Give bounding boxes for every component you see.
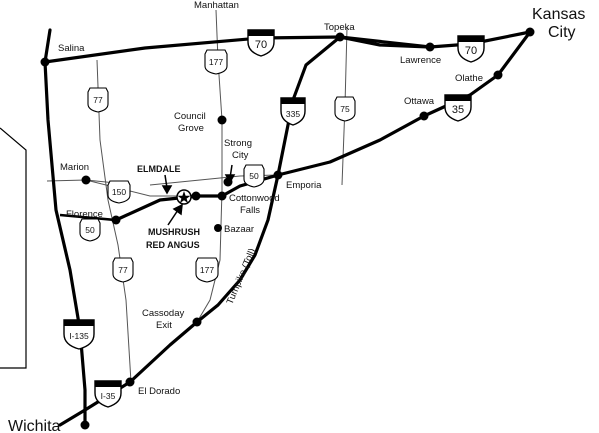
city-dots <box>40 27 535 430</box>
us75-shield-icon: 75 <box>334 96 356 122</box>
i70-east-shield-icon: 70 <box>457 35 485 63</box>
i35-north-shield-icon: 35 <box>444 94 472 122</box>
us50-east-shield-icon: 50 <box>243 164 265 188</box>
label-grove: Grove <box>178 123 204 134</box>
arrows <box>161 164 236 226</box>
state-boundary <box>0 127 27 369</box>
dot-kansas-city <box>525 27 535 37</box>
dot-florence <box>111 215 121 225</box>
svg-text:77: 77 <box>118 265 128 275</box>
dot-ottawa <box>419 111 429 121</box>
dot-emporia <box>273 170 283 180</box>
i35-south-shield-icon: I-35 <box>94 380 122 408</box>
label-red-angus: RED ANGUS <box>146 240 200 250</box>
i70-west-shield-icon: 70 <box>247 29 275 57</box>
dot-olathe <box>493 70 503 80</box>
label-cottonwood: Cottonwood <box>229 193 280 204</box>
us177-south-shield-icon: 177 <box>195 257 219 283</box>
label-el-dorado: El Dorado <box>138 386 180 397</box>
svg-text:335: 335 <box>286 109 300 119</box>
dot-wichita <box>80 420 90 430</box>
label-salina: Salina <box>58 43 85 54</box>
label-bazaar: Bazaar <box>224 224 254 235</box>
us-route-shields: 77 77 177 177 75 50 50 150 <box>79 49 356 283</box>
label-olathe: Olathe <box>455 73 483 84</box>
label-strong-city: City <box>232 150 249 161</box>
label-kansas: Kansas <box>532 6 585 23</box>
svg-text:I-35: I-35 <box>101 391 116 401</box>
svg-text:75: 75 <box>340 104 350 114</box>
label-cassoday: Cassoday <box>142 308 184 319</box>
i335-shield-icon: 335 <box>280 97 306 126</box>
i135-shield-icon: I-135 <box>63 319 95 350</box>
dot-marion <box>81 175 91 185</box>
us177-north-shield-icon: 177 <box>204 49 228 75</box>
label-lawrence: Lawrence <box>400 55 441 66</box>
label-emporia: Emporia <box>286 180 322 191</box>
us50-west-shield-icon: 50 <box>79 218 101 242</box>
svg-text:50: 50 <box>85 225 95 235</box>
label-city: City <box>548 24 576 41</box>
dot-cottonwood-falls <box>217 191 227 201</box>
dot-bazaar <box>214 224 222 232</box>
label-exit: Exit <box>156 320 172 331</box>
label-ottawa: Ottawa <box>404 96 435 107</box>
dot-elmdale <box>191 191 201 201</box>
city-labels: Manhattan Salina Topeka Kansas City Lawr… <box>8 0 585 433</box>
label-topeka: Topeka <box>324 22 355 33</box>
us77-south-shield-icon: 77 <box>112 257 134 283</box>
svg-text:177: 177 <box>200 265 214 275</box>
svg-text:77: 77 <box>93 95 103 105</box>
svg-text:150: 150 <box>112 187 126 197</box>
dot-council-grove <box>217 115 227 125</box>
label-strong: Strong <box>224 138 252 149</box>
label-turnpike: Turnpike (Toll) <box>225 247 259 306</box>
label-elmdale: ELMDALE <box>137 164 181 174</box>
svg-text:I-135: I-135 <box>69 331 89 341</box>
ranch-star-icon <box>176 189 192 205</box>
us77-north-shield-icon: 77 <box>87 87 109 113</box>
svg-text:35: 35 <box>452 104 464 116</box>
label-florence: Florence <box>66 209 103 220</box>
dot-lawrence <box>425 42 435 52</box>
dot-salina <box>40 57 50 67</box>
svg-text:70: 70 <box>465 45 477 57</box>
interstate-shields: 70 70 335 35 I-35 I-135 <box>63 29 485 408</box>
svg-text:177: 177 <box>209 57 223 67</box>
label-mushrush: MUSHRUSH <box>148 227 200 237</box>
label-manhattan: Manhattan <box>194 0 239 11</box>
major-roads <box>43 28 532 427</box>
dot-topeka <box>335 32 345 42</box>
dot-cassoday <box>192 317 202 327</box>
dot-el-dorado <box>125 377 135 387</box>
label-marion: Marion <box>60 162 89 173</box>
label-wichita: Wichita <box>8 418 61 433</box>
svg-text:50: 50 <box>249 171 259 181</box>
svg-text:70: 70 <box>255 39 267 51</box>
us150-shield-icon: 150 <box>107 180 131 204</box>
label-falls: Falls <box>240 205 260 216</box>
label-council: Council <box>174 111 206 122</box>
